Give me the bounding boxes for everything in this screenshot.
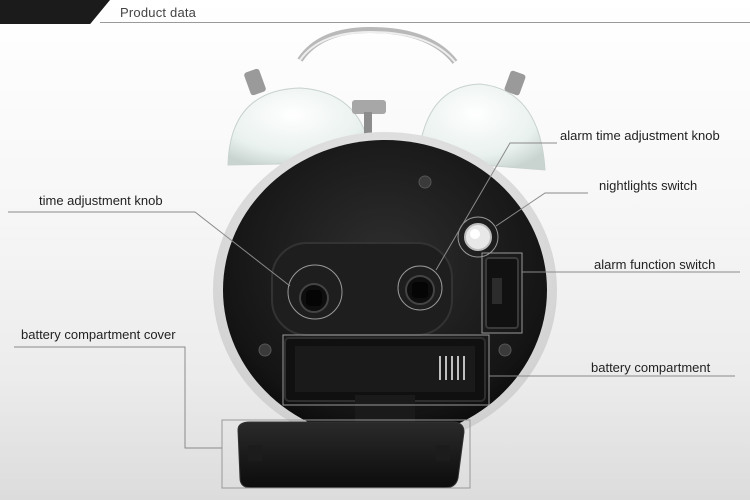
carry-handle bbox=[297, 26, 458, 64]
label-alarm-function-switch: alarm function switch bbox=[594, 257, 716, 272]
header-divider bbox=[100, 22, 750, 23]
bell-nut-left bbox=[244, 68, 266, 96]
header-title: Product data bbox=[120, 5, 197, 20]
section-header: Product data bbox=[0, 0, 750, 28]
label-battery-compartment-cover: battery compartment cover bbox=[21, 327, 176, 342]
label-time-adjustment-knob: time adjustment knob bbox=[39, 193, 163, 208]
callout-box-battery-compartment bbox=[282, 334, 490, 406]
label-battery-compartment: battery compartment bbox=[591, 360, 711, 375]
bell-nut-right bbox=[504, 70, 526, 96]
leader-lines bbox=[8, 142, 740, 449]
callout-box-battery-cover bbox=[221, 419, 471, 489]
alarm-hammer bbox=[352, 100, 386, 114]
callout-ring-nightlight bbox=[457, 216, 499, 258]
label-nightlights-switch: nightlights switch bbox=[599, 178, 698, 193]
callout-ring-alarm-knob bbox=[397, 265, 443, 311]
battery-cover bbox=[237, 421, 465, 489]
callout-box-alarm-switch bbox=[481, 252, 523, 334]
battery-spring bbox=[439, 356, 465, 380]
callout-ring-time-knob bbox=[287, 264, 343, 320]
label-alarm-time-adjustment-knob: alarm time adjustment knob bbox=[560, 128, 720, 143]
header-tab-shape bbox=[0, 0, 110, 24]
